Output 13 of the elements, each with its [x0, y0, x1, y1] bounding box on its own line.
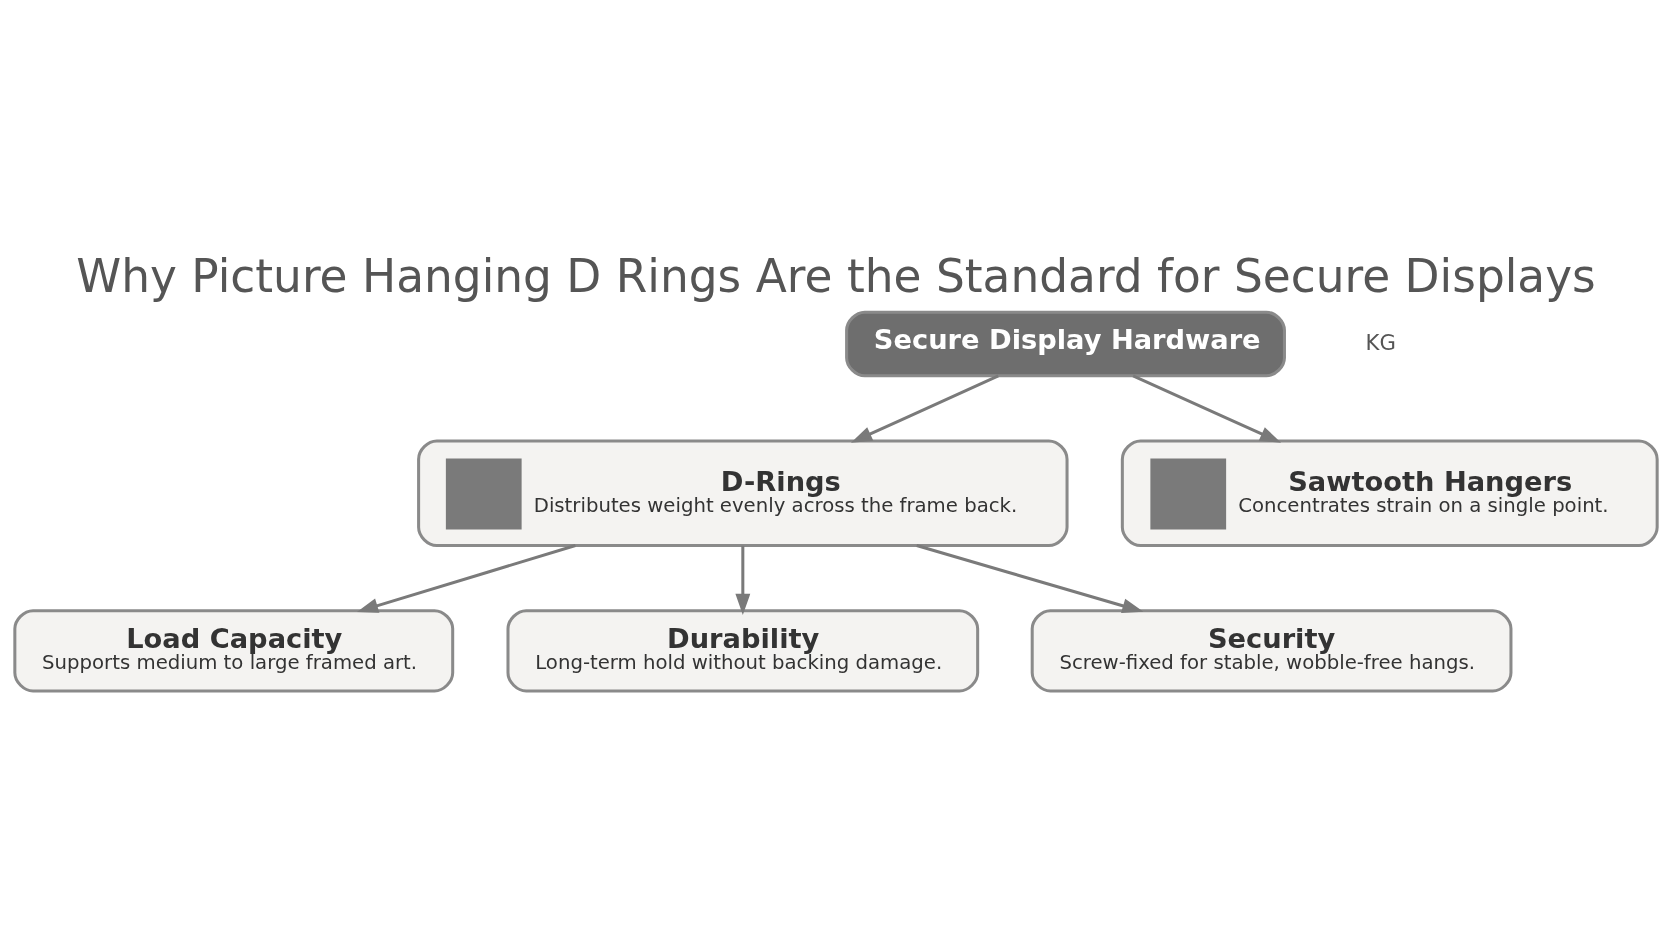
arrow: [916, 543, 1144, 613]
arrow: [1132, 374, 1282, 443]
arrow: [735, 545, 751, 615]
node-box: Security Screw-fixed for stable, wobble-free hangs.: [1030, 608, 1513, 692]
arrow: [850, 374, 999, 443]
node-box: Secure Display Hardware: [845, 310, 1286, 377]
diagram-title: Why Picture Hanging D Rings Are the Standard for Secure Displays: [76, 249, 1596, 303]
node-box: Sawtooth Hangers Concentrates strain on a single point.: [1120, 438, 1659, 547]
node-box: Durability Long-term hold without backing damage.: [506, 608, 980, 692]
arrow: [356, 543, 576, 613]
node-box: D-Rings Distributes weight evenly across the frame back.: [417, 438, 1069, 547]
node-box: Load Capacity Supports medium to large framed art.: [13, 608, 455, 692]
label: KG: [1365, 329, 1396, 355]
